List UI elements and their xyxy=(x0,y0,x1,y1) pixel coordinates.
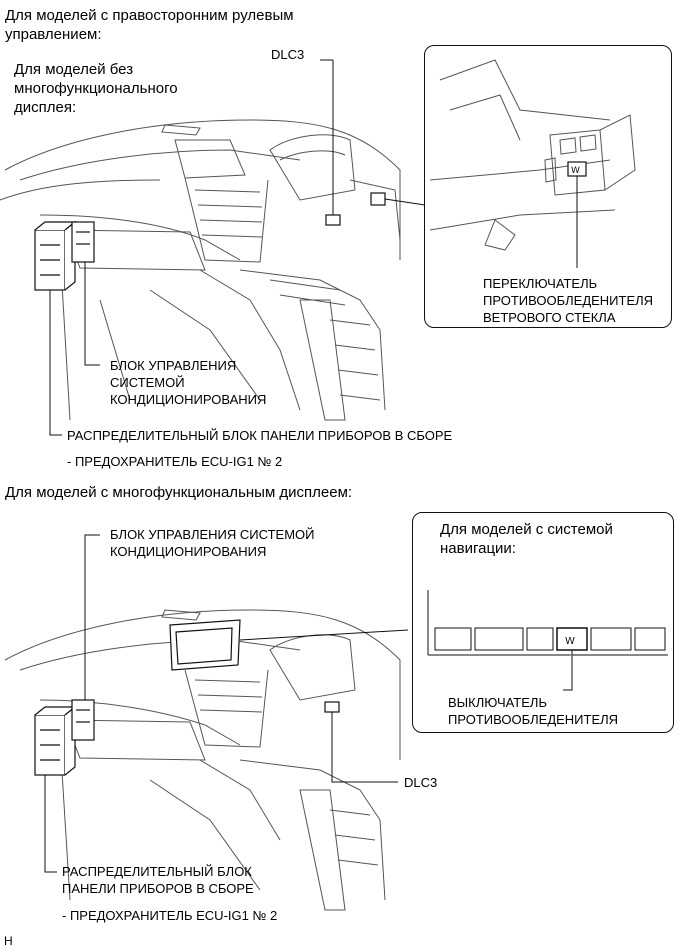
bottom-ac-label: БЛОК УПРАВЛЕНИЯ СИСТЕМОЙ КОНДИЦИОНИРОВАН… xyxy=(110,526,314,560)
bottom-dlc3-label: DLC3 xyxy=(404,775,438,790)
bottom-nav-line1: Для моделей с системой xyxy=(440,521,613,538)
top-ac-line3: КОНДИЦИОНИРОВАНИЯ xyxy=(110,392,267,407)
top-junction-label: РАСПРЕДЕЛИТЕЛЬНЫЙ БЛОК ПАНЕЛИ ПРИБОРОВ В… xyxy=(67,428,453,443)
bottom-heading: Для моделей с многофункциональным диспле… xyxy=(5,484,353,501)
bottom-junction-line2: ПАНЕЛИ ПРИБОРОВ В СБОРЕ xyxy=(62,881,254,896)
bottom-nav-label: Для моделей с системой навигации: xyxy=(440,520,613,558)
top-switch-line1: ПЕРЕКЛЮЧАТЕЛЬ xyxy=(483,276,598,291)
inset-frame-bottom xyxy=(412,512,674,733)
top-switch-label: ПЕРЕКЛЮЧАТЕЛЬ ПРОТИВООБЛЕДЕНИТЕЛЯ ВЕТРОВ… xyxy=(483,275,653,326)
top-subheading-line1: Для моделей без xyxy=(14,61,134,78)
bottom-switch-line2: ПРОТИВООБЛЕДЕНИТЕЛЯ xyxy=(448,712,619,727)
nav-button-strip: W xyxy=(427,590,668,691)
multi-display-bottom xyxy=(169,619,409,671)
top-fuse-label: - ПРЕДОХРАНИТЕЛЬ ECU-IG1 № 2 xyxy=(67,454,283,469)
inset-switch-highlight: W xyxy=(567,161,587,268)
top-switch-line2: ПРОТИВООБЛЕДЕНИТЕЛЯ xyxy=(483,293,654,308)
bottom-switch-label: ВЫКЛЮЧАТЕЛЬ ПРОТИВООБЛЕДЕНИТЕЛЯ xyxy=(448,694,618,728)
dashboard-top-illustration xyxy=(0,119,401,421)
ac-ecu-bottom xyxy=(71,699,95,741)
top-heading-line2: управлением: xyxy=(5,26,102,43)
bottom-switch-line1: ВЫКЛЮЧАТЕЛЬ xyxy=(448,695,547,710)
leader-lines-bottom xyxy=(44,534,398,873)
footer-code: H xyxy=(4,934,13,948)
top-switch-line3: ВЕТРОВОГО СТЕКЛА xyxy=(483,310,616,325)
dlc3-bottom xyxy=(324,701,340,713)
bottom-junction-label: РАСПРЕДЕЛИТЕЛЬНЫЙ БЛОК ПАНЕЛИ ПРИБОРОВ В… xyxy=(62,863,254,897)
inset-frame-top xyxy=(424,45,672,328)
inset-switch-illustration xyxy=(429,59,636,251)
top-subheading: Для моделей без многофункционального дис… xyxy=(14,60,178,117)
top-ac-line2: СИСТЕМОЙ xyxy=(110,375,185,390)
junction-block-top xyxy=(34,220,77,291)
junction-block-bottom xyxy=(34,705,77,776)
top-ac-label: БЛОК УПРАВЛЕНИЯ СИСТЕМОЙ КОНДИЦИОНИРОВАН… xyxy=(110,357,266,408)
top-ac-line1: БЛОК УПРАВЛЕНИЯ xyxy=(110,358,237,373)
top-subheading-line2: многофункционального xyxy=(14,80,178,97)
bottom-ac-line1: БЛОК УПРАВЛЕНИЯ СИСТЕМОЙ xyxy=(110,527,315,542)
svg-text:W: W xyxy=(571,166,580,176)
leader-lines-top xyxy=(49,262,100,436)
bottom-nav-line2: навигации: xyxy=(440,540,516,557)
svg-text:W: W xyxy=(565,636,575,647)
top-heading: Для моделей с правосторонним рулевым упр… xyxy=(5,6,294,44)
ac-ecu-top xyxy=(71,221,95,263)
switch-top xyxy=(370,192,426,206)
bottom-junction-line1: РАСПРЕДЕЛИТЕЛЬНЫЙ БЛОК xyxy=(62,864,252,879)
dlc3-top xyxy=(320,59,341,226)
top-heading-line1: Для моделей с правосторонним рулевым xyxy=(5,7,294,24)
bottom-fuse-label: - ПРЕДОХРАНИТЕЛЬ ECU-IG1 № 2 xyxy=(62,908,278,923)
top-dlc3-label: DLC3 xyxy=(271,47,305,62)
top-subheading-line3: дисплея: xyxy=(14,99,77,116)
bottom-ac-line2: КОНДИЦИОНИРОВАНИЯ xyxy=(110,544,267,559)
